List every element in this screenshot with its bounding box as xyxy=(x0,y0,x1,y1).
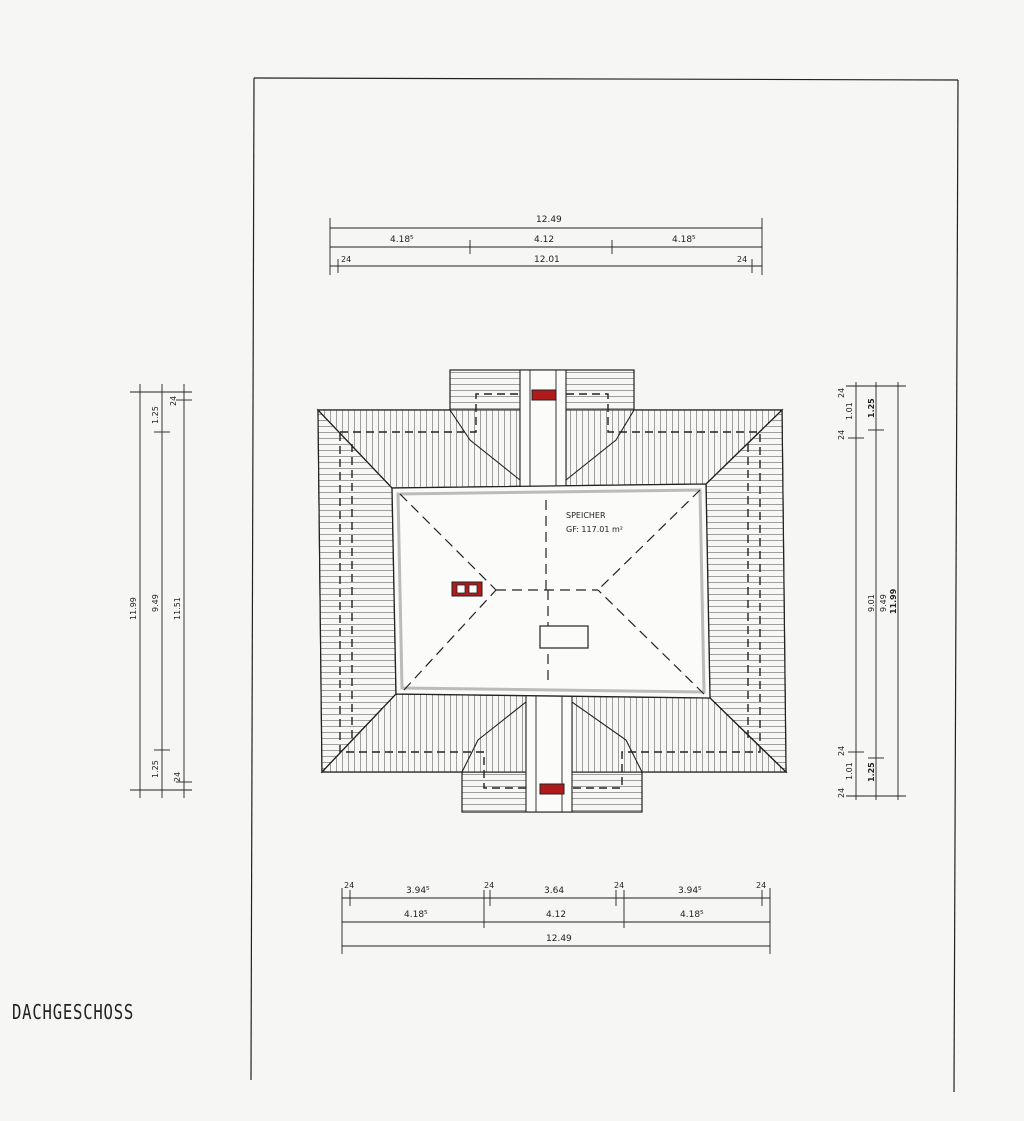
dim-bottom-edge-1: 24 xyxy=(344,881,354,890)
top-dimension-chain: 12.49 4.18⁵ 4.12 4.18⁵ 12.01 24 24 xyxy=(329,215,763,275)
right-dimension-chain: 9.01 9.49 11.99 1.01 1.25 1.01 1.25 24 2… xyxy=(837,382,906,800)
dim-right-seg2-bottom: 1.01 xyxy=(845,762,854,780)
dim-top-edge-left: 24 xyxy=(341,255,351,264)
dim-right-seg-top: 1.25 xyxy=(867,398,876,418)
dim-top-inner: 12.01 xyxy=(534,255,560,265)
dim-left-outer: 11.99 xyxy=(129,597,138,620)
dim-top-total: 12.49 xyxy=(536,215,562,225)
dim-left-seg-top: 1.25 xyxy=(151,406,160,424)
dim-right-edge-2: 24 xyxy=(837,430,846,440)
dim-bottom-total: 12.49 xyxy=(546,934,572,944)
dim-right-outer: 11.99 xyxy=(889,588,898,614)
dim-right-seg-bottom: 1.25 xyxy=(867,762,876,782)
drawing-title: DACHGESCHOSS xyxy=(12,1000,135,1024)
dim-right-edge-4: 24 xyxy=(837,788,846,798)
dim-bottom-right: 4.18⁵ xyxy=(680,910,704,920)
dim-left-mid: 9.49 xyxy=(151,594,160,612)
dim-bottom-seg-right: 3.94⁵ xyxy=(678,886,702,896)
chimney-south xyxy=(539,783,565,795)
room-name: SPEICHER xyxy=(566,511,606,520)
dim-top-mid: 4.12 xyxy=(534,235,554,245)
roof: SPEICHER GF: 117.01 m² xyxy=(316,369,788,813)
dim-left-seg-bottom: 1.25 xyxy=(151,760,160,778)
dim-top-right: 4.18⁵ xyxy=(672,235,696,245)
roof-hatch xyxy=(539,625,589,649)
dim-bottom-edge-2: 24 xyxy=(484,881,494,890)
dim-left-edge-bottom: 24 xyxy=(173,772,182,782)
attic-floor xyxy=(391,483,711,699)
dim-bottom-edge-4: 24 xyxy=(756,881,766,890)
dim-right-inner: 9.01 xyxy=(867,594,876,612)
dim-right-seg2-top: 1.01 xyxy=(845,402,854,420)
dim-right-edge-3: 24 xyxy=(837,746,846,756)
dim-left-edge-top: 24 xyxy=(169,396,178,406)
chimney-north xyxy=(531,389,557,401)
dim-left-inner: 11.51 xyxy=(173,597,182,620)
dim-bottom-edge-3: 24 xyxy=(614,881,624,890)
dim-bottom-mid: 4.12 xyxy=(546,910,566,920)
room-area: GF: 117.01 m² xyxy=(566,525,623,534)
left-dimension-chain: 11.99 9.49 11.51 1.25 1.25 24 24 xyxy=(129,384,192,798)
dim-right-edge-1: 24 xyxy=(837,388,846,398)
dim-right-mid: 9.49 xyxy=(879,594,888,612)
bottom-dimension-chain: 24 24 24 24 3.94⁵ 3.64 3.94⁵ 4.18⁵ 4.12 … xyxy=(341,881,771,954)
chimney-west xyxy=(451,581,483,597)
dim-bottom-left: 4.18⁵ xyxy=(404,910,428,920)
dim-bottom-seg-left: 3.94⁵ xyxy=(406,886,430,896)
dim-bottom-seg-mid: 3.64 xyxy=(544,886,564,896)
dim-top-edge-right: 24 xyxy=(737,255,747,264)
dim-top-left: 4.18⁵ xyxy=(390,235,414,245)
sheet-frame xyxy=(250,77,959,1093)
